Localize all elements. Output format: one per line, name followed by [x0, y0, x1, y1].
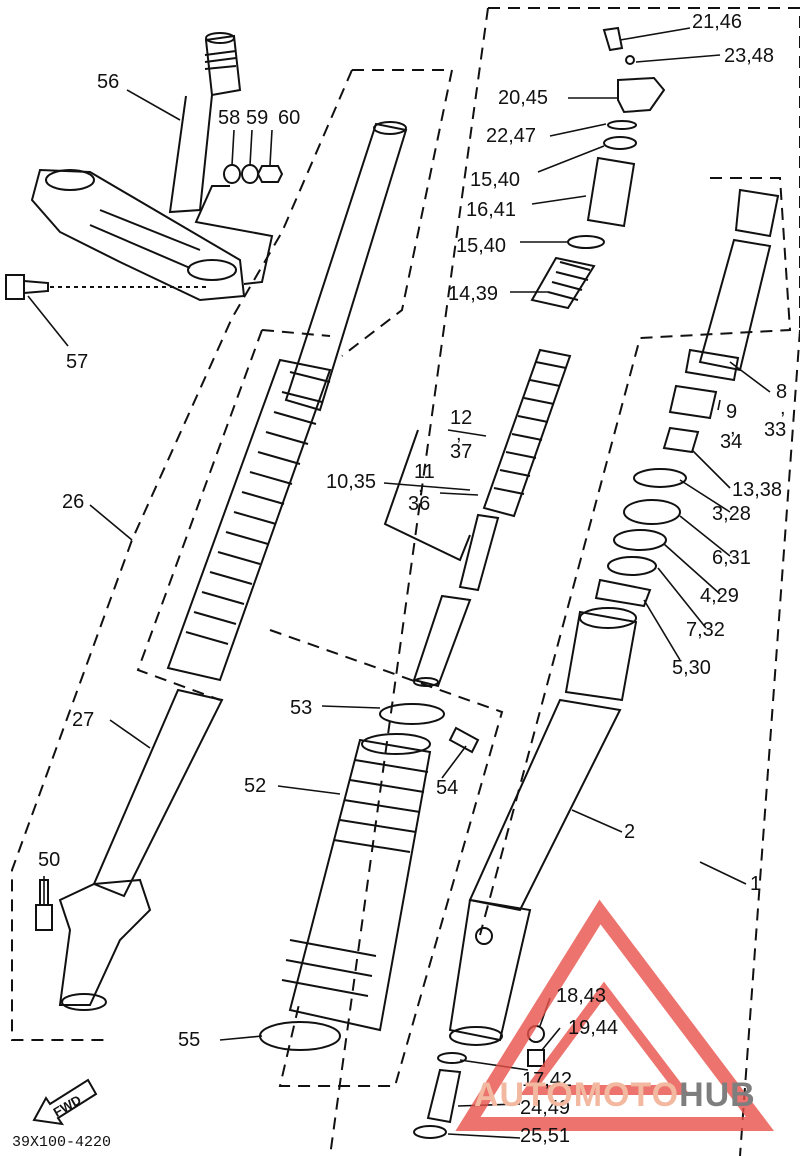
callout-37: 37	[450, 441, 473, 463]
callout-17-42: 17,42	[522, 1069, 573, 1091]
callout-60: 60	[278, 107, 301, 129]
assembly-box-tube	[479, 177, 792, 936]
cap-bolt-20	[602, 26, 666, 150]
oil-seal-6	[623, 499, 681, 525]
forward-arrow-icon	[32, 1078, 98, 1126]
bushing-13	[662, 426, 700, 454]
fork-spring-14	[482, 256, 596, 518]
callout-24-49: 24,49	[520, 1097, 571, 1119]
watermark-logo	[455, 899, 775, 1131]
bolt-54	[448, 726, 480, 754]
spacer-16	[586, 156, 636, 228]
callout-10-35: 10,35	[326, 471, 377, 493]
bolt-50	[35, 879, 53, 931]
assembly-box-middle	[136, 329, 504, 1087]
fork-boot-left	[166, 358, 332, 682]
callout-3-28: 3,28	[712, 503, 751, 525]
callout-11: 11	[414, 461, 435, 483]
washer-4	[613, 529, 667, 551]
under-bracket	[30, 168, 246, 302]
callout-53: 53	[290, 697, 313, 719]
callout-50: 50	[38, 849, 61, 871]
callout-8-comma: ,	[780, 397, 786, 419]
callout-15-40-b: 15,40	[456, 235, 507, 257]
watermark-part2: HUB	[679, 1076, 756, 1114]
callout-12: 12	[450, 407, 473, 429]
fork-boot-52	[281, 733, 432, 1032]
callout-18-43: 18,43	[556, 985, 607, 1007]
callout-21-46: 21,46	[692, 11, 743, 33]
callout-23-48: 23,48	[724, 45, 775, 67]
washer-7	[607, 556, 657, 576]
callout-8: 8	[776, 381, 788, 403]
callout-36: 36	[408, 493, 431, 515]
callout-16-41: 16,41	[466, 199, 517, 221]
callout-56: 56	[97, 71, 120, 93]
callout-14-39: 14,39	[448, 283, 499, 305]
callout-19-44: 19,44	[568, 1017, 619, 1039]
callout-25-51: 25,51	[520, 1125, 571, 1147]
callout-6-31: 6,31	[712, 547, 751, 569]
callout-55: 55	[178, 1029, 201, 1051]
assembly-box-right	[329, 7, 800, 1156]
callout-22-47: 22,47	[486, 125, 537, 147]
callout-59: 59	[246, 107, 269, 129]
nut-60	[256, 165, 284, 183]
callout-33: 33	[764, 419, 787, 441]
fwd-label: FWD	[51, 1092, 84, 1120]
bushing-9	[668, 384, 718, 420]
assembly-box-left	[11, 69, 454, 1041]
callout-13-38: 13,38	[732, 479, 783, 501]
part-code: 39X100-4220	[12, 1134, 112, 1151]
callout-52: 52	[244, 775, 267, 797]
callout-58: 58	[218, 107, 241, 129]
callout-1: 1	[750, 873, 762, 895]
callout-11-comma: ,	[418, 475, 424, 497]
callout-9-comma: ,	[730, 417, 736, 439]
damper-rod-10	[412, 513, 500, 688]
leader-lines	[27, 27, 771, 1139]
callout-2: 2	[624, 821, 636, 843]
callout-57: 57	[66, 351, 89, 373]
steering-stem-56	[168, 32, 242, 214]
clamp-55	[259, 1021, 341, 1051]
slide-metal-5	[594, 578, 652, 608]
callout-4-29: 4,29	[700, 585, 739, 607]
callout-9: 9	[726, 401, 738, 423]
washer-59	[241, 164, 259, 184]
callout-26: 26	[62, 491, 85, 513]
washer-58	[223, 164, 241, 184]
callout-12-comma: ,	[456, 423, 462, 445]
clamp-53	[379, 703, 445, 725]
inner-tube	[684, 188, 780, 382]
assembly-box-damper	[383, 429, 471, 562]
watermark-part1: AUTOMOTO	[474, 1076, 680, 1114]
callout-54: 54	[436, 777, 459, 799]
outer-tube-26-27	[58, 121, 408, 1011]
callout-15-40-a: 15,40	[470, 169, 521, 191]
bolt-57	[5, 274, 49, 300]
callout-27: 27	[72, 709, 95, 731]
callout-34: 34	[720, 431, 743, 453]
callout-7-32: 7,32	[686, 619, 725, 641]
callout-5-30: 5,30	[672, 657, 711, 679]
outer-tube-2	[448, 607, 638, 1046]
callout-20-45: 20,45	[498, 87, 549, 109]
clip-3	[633, 468, 687, 488]
watermark-text: AUTOMOTOHUB	[474, 1076, 756, 1115]
